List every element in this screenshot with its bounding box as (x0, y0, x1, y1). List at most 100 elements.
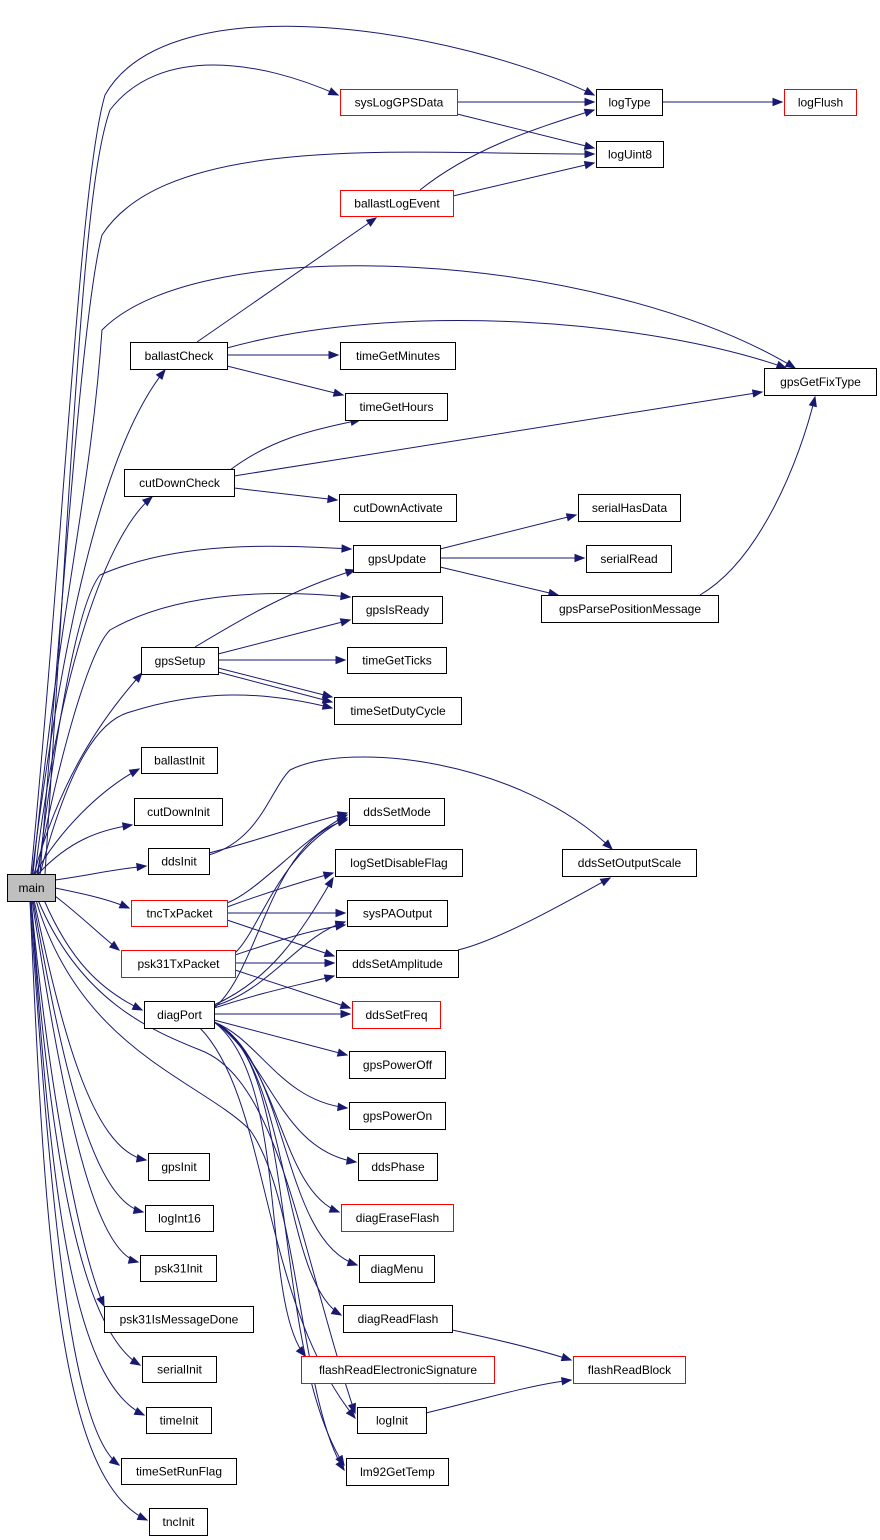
node-box[interactable] (141, 747, 218, 774)
node-gpsPowerOff[interactable]: gpsPowerOff (349, 1051, 446, 1079)
node-diagEraseFlash[interactable]: diagEraseFlash (341, 1204, 454, 1232)
node-box[interactable] (339, 494, 457, 522)
node-box[interactable] (104, 1306, 254, 1333)
node-psk31IsMessageDone[interactable]: psk31IsMessageDone (104, 1306, 254, 1333)
node-gpsInit[interactable]: gpsInit (148, 1153, 210, 1181)
node-box[interactable] (349, 1051, 446, 1079)
node-main[interactable]: main (7, 874, 56, 902)
node-timeInit[interactable]: timeInit (146, 1407, 212, 1434)
node-box[interactable] (121, 950, 236, 978)
node-box[interactable] (140, 1255, 217, 1282)
node-logFlush[interactable]: logFlush (784, 89, 857, 116)
node-box[interactable] (343, 1305, 453, 1333)
node-sysPAOutput[interactable]: sysPAOutput (347, 900, 448, 927)
node-box[interactable] (573, 1356, 686, 1384)
node-ballastInit[interactable]: ballastInit (141, 747, 218, 774)
node-box[interactable] (596, 141, 664, 168)
node-box[interactable] (131, 900, 228, 927)
node-gpsPowerOn[interactable]: gpsPowerOn (349, 1102, 446, 1130)
node-tncTxPacket[interactable]: tncTxPacket (131, 900, 228, 927)
node-box[interactable] (347, 647, 447, 674)
node-ddsPhase[interactable]: ddsPhase (358, 1153, 438, 1181)
node-box[interactable] (784, 89, 857, 116)
node-serialInit[interactable]: serialInit (142, 1356, 217, 1383)
node-box[interactable] (336, 950, 459, 978)
node-box[interactable] (353, 545, 441, 573)
node-box[interactable] (347, 900, 448, 927)
node-ddsSetOutputScale[interactable]: ddsSetOutputScale (562, 849, 697, 877)
node-box[interactable] (7, 874, 56, 902)
node-ddsSetFreq[interactable]: ddsSetFreq (352, 1001, 441, 1029)
node-ballastLogEvent[interactable]: ballastLogEvent (340, 190, 454, 217)
node-box[interactable] (346, 1458, 449, 1486)
node-box[interactable] (345, 393, 448, 421)
node-logInit[interactable]: logInit (357, 1407, 427, 1434)
node-gpsGetFixType[interactable]: gpsGetFixType (764, 368, 877, 396)
node-box[interactable] (764, 368, 877, 396)
node-box[interactable] (142, 1356, 217, 1383)
node-box[interactable] (578, 494, 681, 522)
node-box[interactable] (596, 89, 663, 116)
node-box[interactable] (358, 1153, 438, 1181)
node-sysLogGPSData[interactable]: sysLogGPSData (340, 89, 458, 116)
node-ddsSetMode[interactable]: ddsSetMode (349, 798, 445, 826)
node-box[interactable] (141, 647, 219, 675)
node-timeGetMinutes[interactable]: timeGetMinutes (340, 342, 456, 370)
node-diagMenu[interactable]: diagMenu (359, 1255, 435, 1283)
node-box[interactable] (146, 1407, 212, 1434)
node-cutDownCheck[interactable]: cutDownCheck (124, 469, 235, 497)
node-tncInit[interactable]: tncInit (149, 1508, 208, 1536)
node-box[interactable] (541, 595, 719, 623)
node-box[interactable] (121, 1458, 237, 1485)
node-gpsSetup[interactable]: gpsSetup (141, 647, 219, 675)
node-logUint8[interactable]: logUint8 (596, 141, 664, 168)
node-gpsIsReady[interactable]: gpsIsReady (352, 596, 443, 624)
node-box[interactable] (359, 1255, 435, 1283)
node-box[interactable] (149, 1508, 208, 1536)
node-box[interactable] (341, 1204, 454, 1232)
node-box[interactable] (562, 849, 697, 877)
node-box[interactable] (349, 1102, 446, 1130)
node-ballastCheck[interactable]: ballastCheck (130, 342, 228, 370)
node-box[interactable] (134, 798, 223, 826)
node-flashReadBlock[interactable]: flashReadBlock (573, 1356, 686, 1384)
node-diagReadFlash[interactable]: diagReadFlash (343, 1305, 453, 1333)
node-psk31Init[interactable]: psk31Init (140, 1255, 217, 1282)
node-box[interactable] (144, 1001, 215, 1029)
node-timeSetRunFlag[interactable]: timeSetRunFlag (121, 1458, 237, 1485)
node-box[interactable] (340, 342, 456, 370)
node-box[interactable] (145, 1205, 214, 1232)
node-box[interactable] (349, 798, 445, 826)
node-box[interactable] (586, 545, 672, 573)
node-gpsParsePositionMessage[interactable]: gpsParsePositionMessage (541, 595, 719, 623)
node-box[interactable] (124, 469, 235, 497)
node-timeGetHours[interactable]: timeGetHours (345, 393, 448, 421)
node-box[interactable] (130, 342, 228, 370)
node-box[interactable] (352, 1001, 441, 1029)
node-box[interactable] (340, 190, 454, 217)
node-psk31TxPacket[interactable]: psk31TxPacket (121, 950, 236, 978)
node-logInt16[interactable]: logInt16 (145, 1205, 214, 1232)
node-box[interactable] (301, 1356, 495, 1384)
node-cutDownActivate[interactable]: cutDownActivate (339, 494, 457, 522)
node-box[interactable] (357, 1407, 427, 1434)
node-serialRead[interactable]: serialRead (586, 545, 672, 573)
node-box[interactable] (340, 89, 458, 116)
node-cutDownInit[interactable]: cutDownInit (134, 798, 223, 826)
node-box[interactable] (148, 1153, 210, 1181)
node-timeGetTicks[interactable]: timeGetTicks (347, 647, 447, 674)
node-lm92GetTemp[interactable]: lm92GetTemp (346, 1458, 449, 1486)
node-ddsSetAmplitude[interactable]: ddsSetAmplitude (336, 950, 459, 978)
node-flashReadElectronicSignature[interactable]: flashReadElectronicSignature (301, 1356, 495, 1384)
node-serialHasData[interactable]: serialHasData (578, 494, 681, 522)
node-timeSetDutyCycle[interactable]: timeSetDutyCycle (334, 697, 462, 725)
node-diagPort[interactable]: diagPort (144, 1001, 215, 1029)
node-ddsInit[interactable]: ddsInit (148, 848, 210, 875)
node-logType[interactable]: logType (596, 89, 663, 116)
node-box[interactable] (148, 848, 210, 875)
node-gpsUpdate[interactable]: gpsUpdate (353, 545, 441, 573)
node-box[interactable] (352, 596, 443, 624)
node-box[interactable] (334, 697, 462, 725)
node-box[interactable] (335, 849, 463, 877)
node-logSetDisableFlag[interactable]: logSetDisableFlag (335, 849, 463, 877)
